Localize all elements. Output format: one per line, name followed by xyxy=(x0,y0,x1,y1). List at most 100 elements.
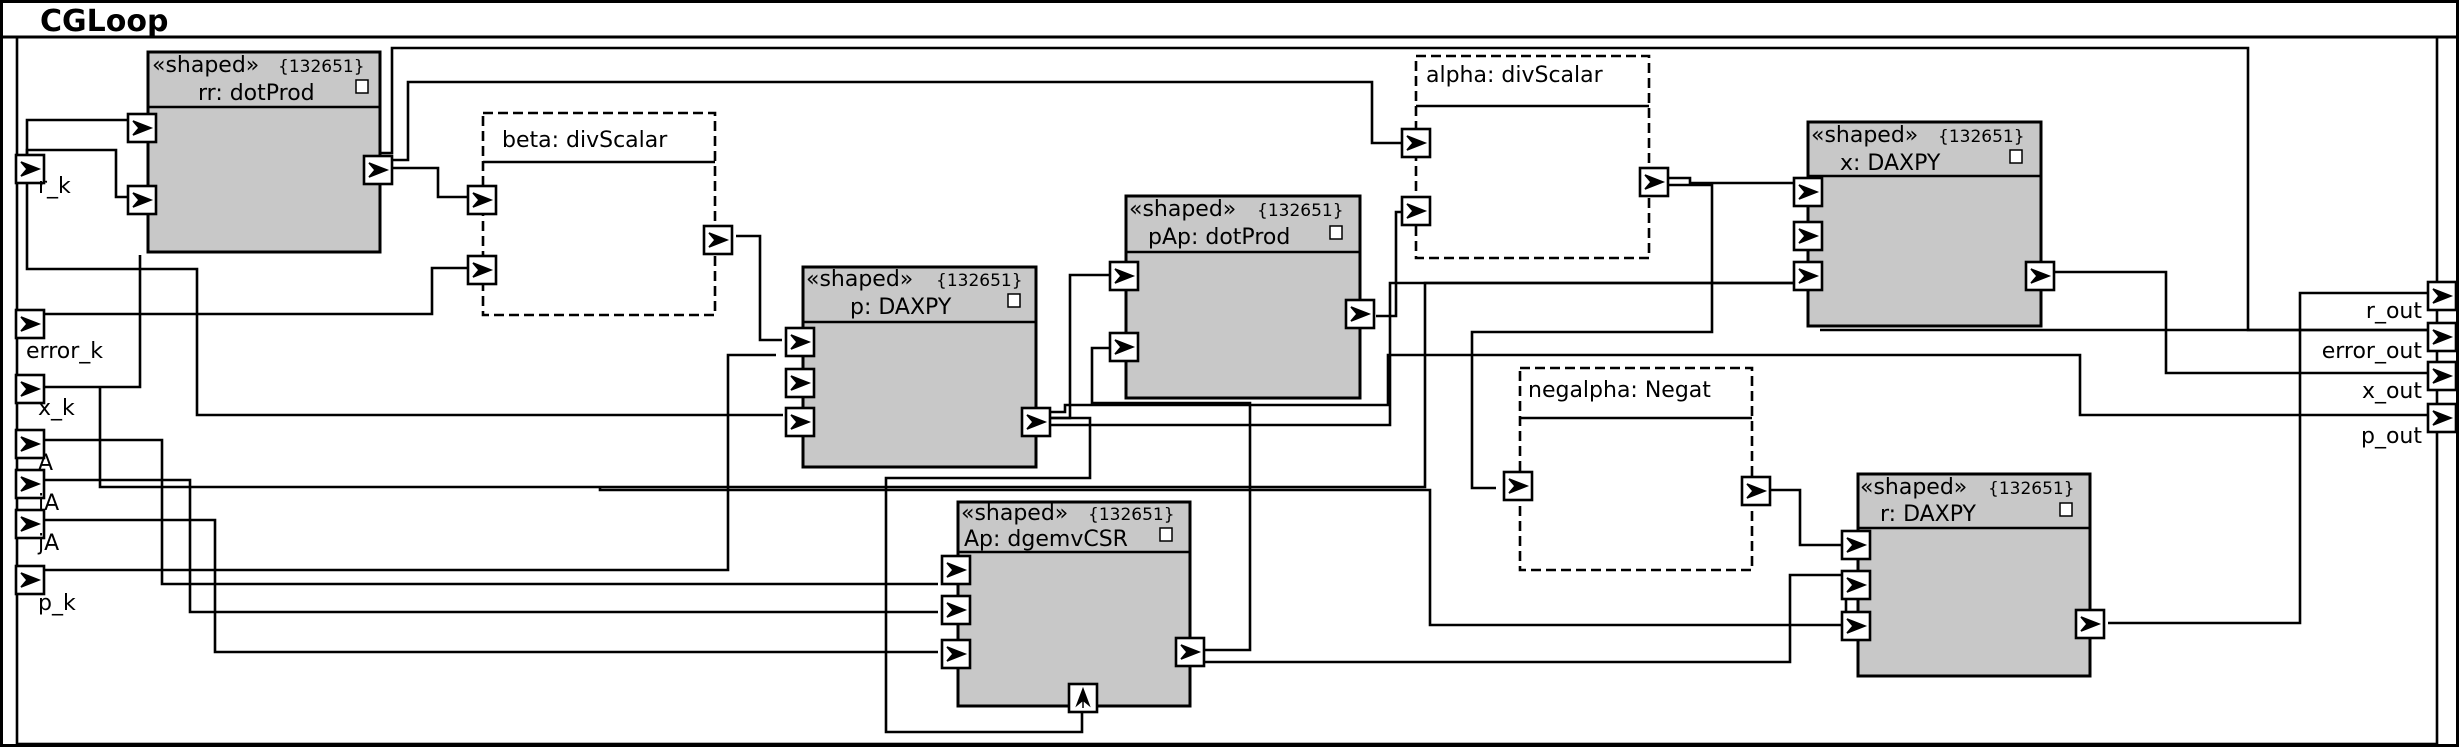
arrow-icon xyxy=(20,436,42,452)
port[interactable] xyxy=(1638,166,1670,198)
wire xyxy=(27,255,142,389)
arrow-icon xyxy=(2432,410,2454,426)
port[interactable] xyxy=(940,554,972,586)
arrow-icon xyxy=(946,602,968,618)
port[interactable] xyxy=(1840,610,1872,642)
output-label: x_out xyxy=(2362,379,2422,404)
block-tag: {132651} xyxy=(1088,505,1175,525)
arrow-icon xyxy=(132,192,154,208)
arrow-icon xyxy=(2432,329,2454,345)
port[interactable] xyxy=(1344,298,1376,330)
arrow-icon xyxy=(20,316,42,332)
arrow-icon xyxy=(1508,478,1530,494)
block-x[interactable]: «shaped» {132651} x: DAXPY xyxy=(1806,120,2043,328)
stereotype: «shaped» xyxy=(1811,123,1918,148)
block-rr[interactable]: «shaped» {132651} rr: dotProd xyxy=(146,50,382,254)
arrow-icon xyxy=(1798,184,1820,200)
port[interactable] xyxy=(1020,406,1052,438)
block-name: negalpha: Negat xyxy=(1528,378,1711,403)
port[interactable] xyxy=(2024,260,2056,292)
port[interactable] xyxy=(1840,529,1872,561)
arrow-icon xyxy=(2432,288,2454,304)
block-Ap[interactable]: «shaped» {132651} Ap: dgemvCSR xyxy=(956,500,1192,708)
port[interactable] xyxy=(14,373,46,405)
port[interactable] xyxy=(1840,569,1872,601)
port[interactable] xyxy=(784,367,816,399)
arrow-icon xyxy=(20,572,42,588)
arrow-icon xyxy=(790,334,812,350)
output-label: r_out xyxy=(2366,299,2422,324)
block-pAp[interactable]: «shaped» {132651} pAp: dotProd xyxy=(1124,194,1362,400)
arrow-icon xyxy=(790,375,812,391)
port[interactable] xyxy=(2426,321,2458,353)
port[interactable] xyxy=(466,254,498,286)
input-label: x_k xyxy=(38,396,75,421)
block-tag: {132651} xyxy=(1938,127,2025,147)
port[interactable] xyxy=(14,468,46,500)
port[interactable] xyxy=(2426,402,2458,434)
port[interactable] xyxy=(2426,360,2458,392)
blocks-layer: «shaped» {132651} rr: dotProd beta: divS… xyxy=(146,50,2092,708)
input-label: error_k xyxy=(26,339,103,364)
wire xyxy=(27,478,938,614)
port[interactable] xyxy=(940,594,972,626)
block-beta[interactable]: beta: divScalar xyxy=(481,111,717,317)
port[interactable] xyxy=(1067,682,1099,714)
port[interactable] xyxy=(126,184,158,216)
port[interactable] xyxy=(1108,260,1140,292)
block-r[interactable]: «shaped» {132651} r: DAXPY xyxy=(1856,472,2092,678)
arrow-icon xyxy=(1644,174,1666,190)
wire xyxy=(736,234,782,342)
block-body xyxy=(956,500,1192,708)
port[interactable] xyxy=(1400,195,1432,227)
block-body xyxy=(801,265,1038,469)
block-alpha[interactable]: alpha: divScalar xyxy=(1414,54,1651,260)
arrow-icon xyxy=(20,161,42,177)
port[interactable] xyxy=(784,326,816,358)
port[interactable] xyxy=(1740,475,1772,507)
ports-layer xyxy=(14,112,2458,714)
wire xyxy=(884,416,1092,734)
port[interactable] xyxy=(1502,470,1534,502)
block-p[interactable]: «shaped» {132651} p: DAXPY xyxy=(801,265,1038,469)
arrow-icon xyxy=(2432,368,2454,384)
port[interactable] xyxy=(14,428,46,460)
port[interactable] xyxy=(784,406,816,438)
port[interactable] xyxy=(14,564,46,596)
port[interactable] xyxy=(1400,127,1432,159)
wire xyxy=(27,266,468,316)
diagram-title: CGLoop xyxy=(40,4,168,39)
port[interactable] xyxy=(2074,608,2106,640)
port[interactable] xyxy=(14,308,46,340)
port[interactable] xyxy=(14,153,46,185)
port[interactable] xyxy=(14,508,46,540)
port[interactable] xyxy=(702,224,734,256)
port[interactable] xyxy=(1792,176,1824,208)
port[interactable] xyxy=(2426,280,2458,312)
arrow-icon xyxy=(1114,268,1136,284)
arrow-icon xyxy=(1406,203,1428,219)
block-body xyxy=(1414,54,1651,260)
arrow-icon xyxy=(790,414,812,430)
input-label: p_k xyxy=(38,591,76,616)
port[interactable] xyxy=(1108,331,1140,363)
wire xyxy=(2048,270,2430,375)
arrow-icon xyxy=(20,381,42,397)
port[interactable] xyxy=(362,154,394,186)
port[interactable] xyxy=(466,184,498,216)
arrow-icon xyxy=(368,162,390,178)
block-name: beta: divScalar xyxy=(502,128,668,153)
block-body xyxy=(1806,120,2043,328)
port[interactable] xyxy=(1792,220,1824,252)
block-negalpha[interactable]: negalpha: Negat xyxy=(1518,366,1754,572)
block-name: Ap: dgemvCSR xyxy=(964,527,1128,552)
stereotype: «shaped» xyxy=(806,267,913,292)
port[interactable] xyxy=(126,112,158,144)
port[interactable] xyxy=(1792,260,1824,292)
arrow-icon xyxy=(1798,268,1820,284)
port[interactable] xyxy=(1174,636,1206,668)
port[interactable] xyxy=(940,638,972,670)
wire xyxy=(2108,291,2430,625)
stereotype: «shaped» xyxy=(152,53,259,78)
